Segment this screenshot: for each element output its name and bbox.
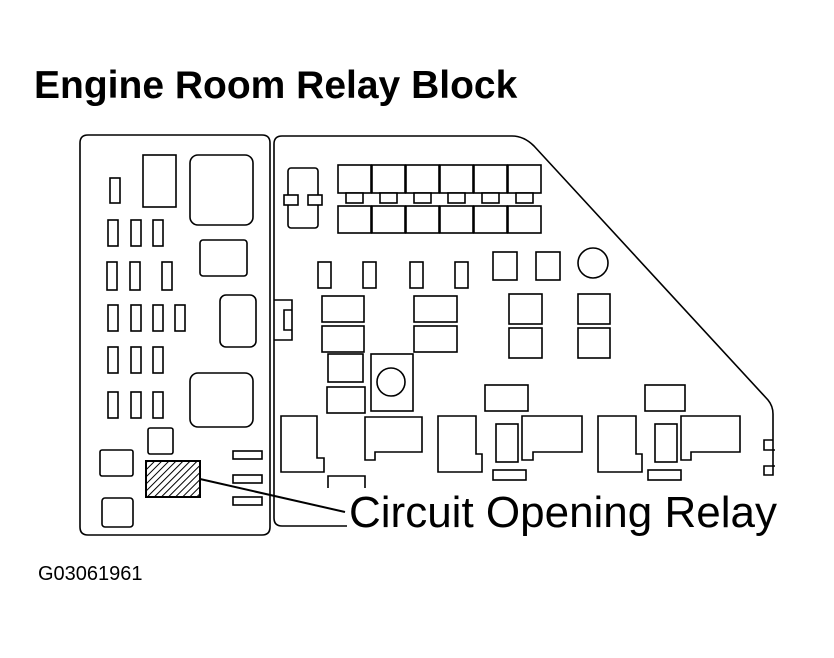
figure-id: G03061961 [38,563,143,585]
right-panel-outline [282,135,775,476]
right-panel-side [273,135,350,527]
callout-label: Circuit Opening Relay [347,488,779,538]
callout-leader-line [199,478,346,513]
panel-tab [274,299,293,341]
right-panel-components [280,164,741,488]
diagram-title: Engine Room Relay Block [34,64,518,107]
circuit-opening-relay [145,460,201,498]
left-panel-outline [79,134,271,536]
left-panel-components [99,154,263,528]
